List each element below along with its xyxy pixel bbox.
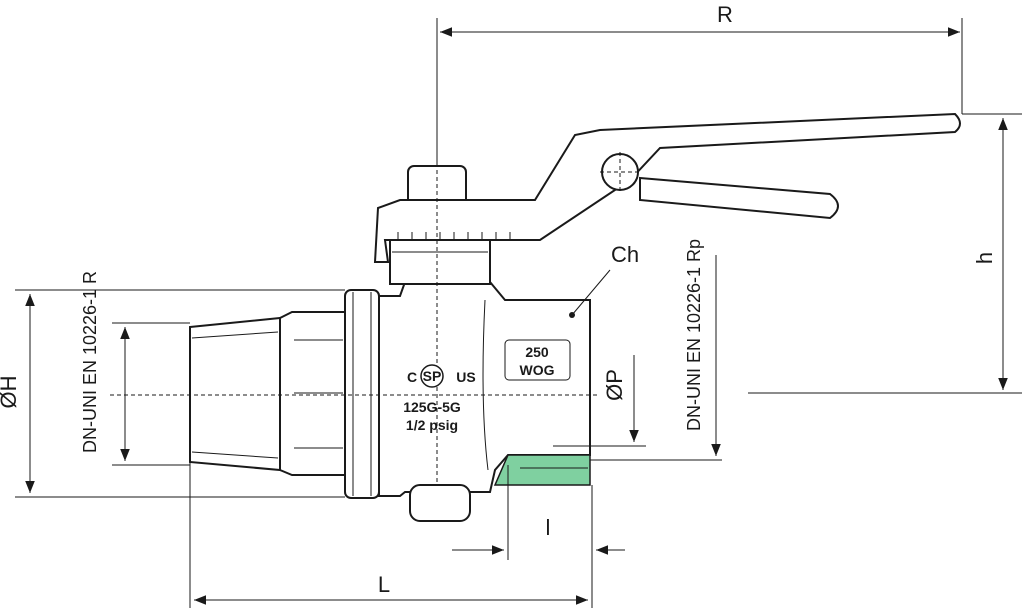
pressure-rating-line2: WOG [520, 362, 555, 378]
drain-plug [409, 484, 471, 522]
dimension-r-label: R [717, 2, 733, 27]
dimension-thread-length: l [452, 465, 625, 608]
ch-label: Ch [611, 242, 639, 267]
dimension-oh-label: ØH [0, 376, 21, 409]
dimension-l-label: L [378, 572, 390, 597]
male-threaded-end [189, 316, 281, 472]
pressure-rating-line1: 250 [525, 344, 549, 360]
hex-nut [279, 311, 346, 476]
svg-text:SP: SP [423, 368, 442, 384]
dimension-r: R [436, 2, 963, 166]
male-thread-standard: DN-UNI EN 10226-1 R [80, 271, 100, 453]
male-thread-dimension: DN-UNI EN 10226-1 R [80, 271, 190, 466]
dimension-pipe-diameter: ØP [553, 355, 646, 447]
centre-lines [110, 170, 600, 485]
cert-left-letter: C [407, 369, 417, 385]
hex-width-callout: Ch [569, 242, 639, 318]
female-thread-dimension: DN-UNI EN 10226-1 Rp [590, 239, 722, 461]
handle-grip-teeth [397, 232, 511, 240]
gas-rating-line1: 125G-5G [403, 399, 461, 415]
dimension-op-label: ØP [602, 369, 627, 401]
csa-logo-icon: SP [420, 364, 444, 388]
lever-handle [373, 112, 961, 263]
gas-rating-line2: 1/2 psig [406, 417, 458, 433]
dimension-h: h [748, 113, 1022, 394]
dimension-overall-length: L [189, 462, 588, 608]
female-thread-standard: DN-UNI EN 10226-1 Rp [684, 239, 704, 431]
dimension-l-small-label: l [546, 515, 551, 540]
union-collar [344, 289, 380, 499]
body-markings: 250 WOG C SP US 125G-5G 1/2 psig [403, 339, 571, 433]
dimension-h-label: h [972, 252, 997, 264]
female-thread-highlight [493, 454, 591, 486]
cert-right-letters: US [456, 369, 475, 385]
dimension-outer-diameter: ØH [0, 289, 345, 498]
